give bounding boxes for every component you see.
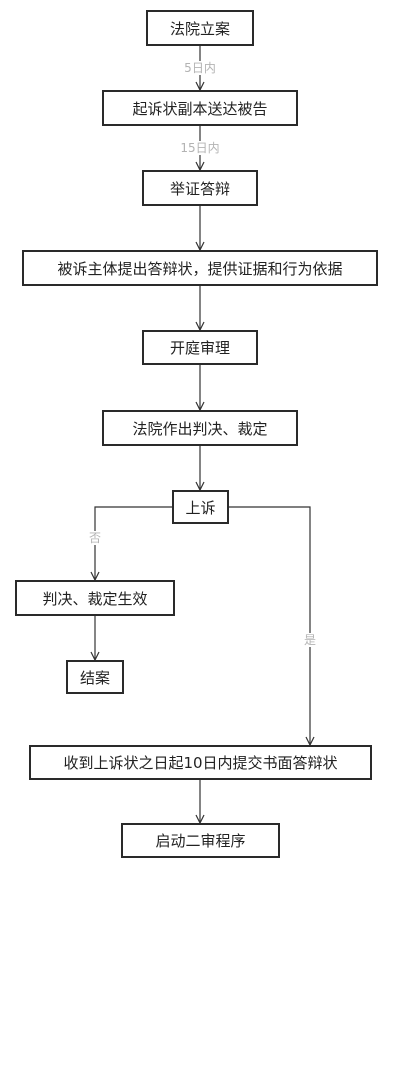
arrow-appeal-no <box>95 506 172 580</box>
node-closed: 结案 <box>66 660 124 694</box>
node-appeal: 上诉 <box>172 490 229 524</box>
node-second-instance: 启动二审程序 <box>121 823 280 858</box>
arrow-appeal-yes <box>229 506 310 745</box>
edge-label-fifteen-days: 15日内 <box>178 141 222 155</box>
node-judgment: 法院作出判决、裁定 <box>102 410 298 446</box>
node-evidence: 举证答辩 <box>142 170 258 206</box>
node-hearing: 开庭审理 <box>142 330 258 365</box>
edge-label-no: 否 <box>86 531 104 545</box>
node-court-filing: 法院立案 <box>146 10 254 46</box>
node-appeal-reply: 收到上诉状之日起10日内提交书面答辩状 <box>29 745 372 780</box>
node-effective: 判决、裁定生效 <box>15 580 175 616</box>
edge-label-yes: 是 <box>301 633 319 647</box>
node-serve-copy: 起诉状副本送达被告 <box>102 90 298 126</box>
edge-label-five-days: 5日内 <box>182 61 218 75</box>
node-defendant-reply: 被诉主体提出答辩状，提供证据和行为依据 <box>22 250 378 286</box>
